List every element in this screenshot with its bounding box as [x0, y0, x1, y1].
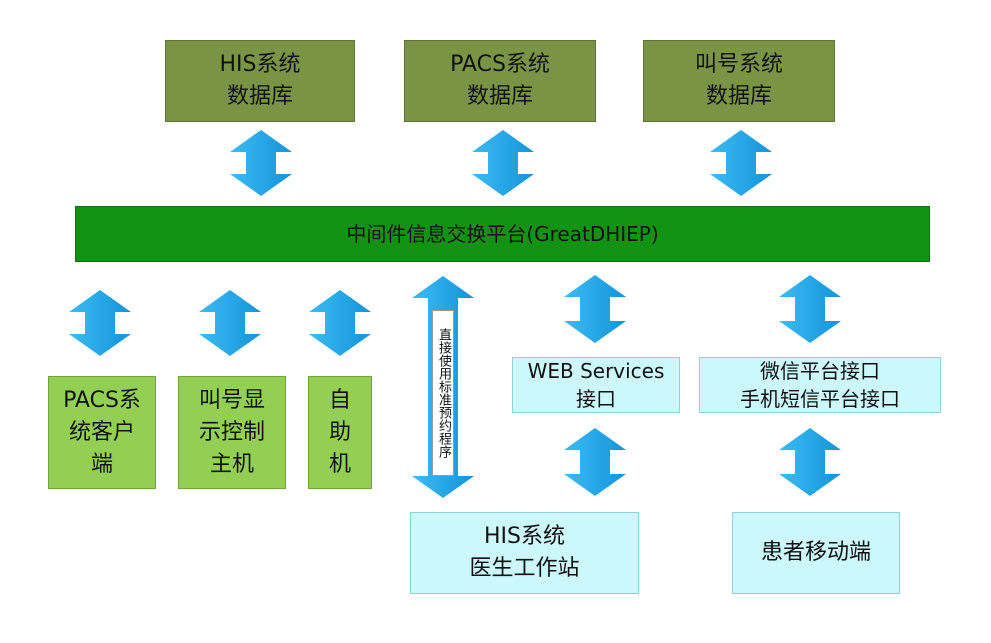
self-service-kiosk-box: 自 助 机 — [308, 376, 372, 489]
direct-use-standard-program-label: 直接使用标准预约程序 — [432, 310, 454, 476]
arrow-his-db-middleware — [230, 130, 292, 196]
arrow-middleware-queue-host — [199, 290, 261, 356]
his-doctor-workstation-box: HIS系统 医生工作站 — [410, 512, 639, 594]
queue-database-box: 叫号系统 数据库 — [643, 40, 835, 122]
queue-display-host-box: 叫号显 示控制 主机 — [178, 376, 286, 489]
arrow-middleware-wechat-sms — [779, 275, 841, 343]
his-database-box: HIS系统 数据库 — [165, 40, 355, 122]
web-services-interface-box: WEB Services 接口 — [512, 357, 680, 413]
pacs-client-box: PACS系 统客户 端 — [48, 376, 156, 489]
patient-mobile-box: 患者移动端 — [732, 512, 900, 594]
pacs-database-box: PACS系统 数据库 — [404, 40, 596, 122]
arrow-middleware-kiosk — [309, 290, 371, 356]
arrow-queue-db-middleware — [710, 130, 772, 196]
middleware-platform-bar: 中间件信息交换平台(GreatDHIEP) — [75, 206, 930, 262]
arrow-wechat-sms-patient-mobile — [779, 428, 841, 496]
arrow-middleware-pacs-client — [69, 290, 131, 356]
arrow-web-services-his-workstation — [564, 428, 626, 496]
arrow-pacs-db-middleware — [472, 130, 534, 196]
wechat-sms-interface-box: 微信平台接口 手机短信平台接口 — [699, 357, 941, 413]
arrow-middleware-web-services — [564, 275, 626, 343]
